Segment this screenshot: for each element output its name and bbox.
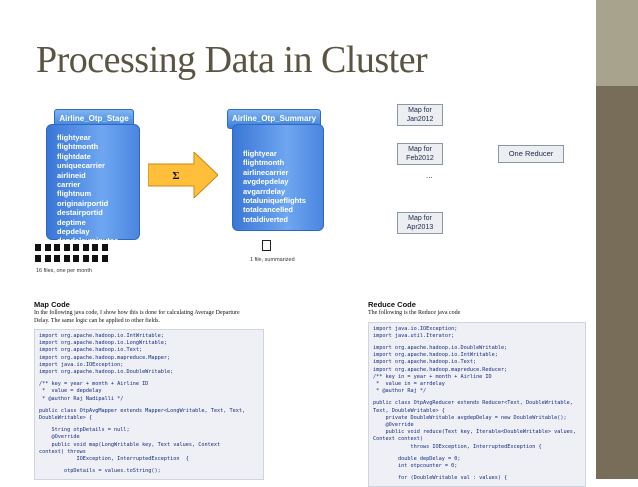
file-icon [82, 243, 90, 252]
file-icon [101, 243, 109, 252]
code-line: double depDelay = 0; [373, 456, 581, 463]
table-field: flightmonth [243, 158, 323, 167]
code-line: public void map(LongWritable key, Text v… [39, 442, 259, 449]
decorative-sidebar [596, 0, 638, 479]
table-field: flightdate [57, 152, 139, 161]
code-line: public class OtpAvgReducer extends Reduc… [373, 400, 581, 407]
map-code-block: import org.apache.hadoop.io.IntWritable;… [34, 329, 264, 480]
code-line: @Override [373, 422, 581, 429]
reduce-code-desc: The following is the Reduce java code [368, 310, 594, 318]
map-code-panel: Map Code In the following java code, I s… [34, 300, 340, 480]
code-line: DoubleWritable> { [39, 415, 259, 422]
aggregate-arrow-icon: Σ [148, 152, 218, 198]
file-icon [63, 254, 71, 263]
table-field: depdelay [57, 227, 139, 236]
code-line: * value in = arrdelay [373, 381, 581, 388]
map-code-title: Map Code [34, 300, 340, 310]
file-icon [72, 254, 80, 263]
code-line: import org.apache.hadoop.io.DoubleWritab… [373, 345, 581, 352]
summary-file-icon [262, 240, 271, 251]
code-line: Text, DoubleWritable> { [373, 408, 581, 415]
code-line: * @author Raj Nadipalli */ [39, 396, 259, 403]
table-field: originairportid [57, 199, 139, 208]
code-line: public void reduce(Text key, Iterable<Do… [373, 429, 581, 436]
sigma-label: Σ [172, 170, 179, 182]
table-field: airlinecarrier [243, 168, 323, 177]
code-line: private DoubleWritable avgdepDelay = new… [373, 415, 581, 422]
table-field: totaluniqueflights [243, 196, 323, 205]
file-icon [72, 243, 80, 252]
code-line: import org.apache.hadoop.io.LongWritable… [39, 340, 259, 347]
code-line: import org.apache.hadoop.io.IntWritable; [373, 352, 581, 359]
code-line: Context context) [373, 436, 581, 443]
summary-file-caption: 1 file, summarized [250, 257, 295, 263]
table-field: deptime [57, 218, 139, 227]
table-field: totalcancelled [243, 205, 323, 214]
map-code-desc: In the following java code, I show how t… [34, 310, 340, 318]
monthly-files-icon [34, 243, 114, 265]
slide-title: Processing Data in Cluster [36, 38, 427, 82]
reduce-code-title: Reduce Code [368, 300, 594, 310]
file-icon [44, 243, 52, 252]
file-icon [91, 254, 99, 263]
code-line: import org.apache.hadoop.io.IntWritable; [39, 333, 259, 340]
file-icon [44, 254, 52, 263]
code-line: String otpDetails = null; [39, 427, 259, 434]
code-line: IOException, InterruptedException { [39, 456, 259, 463]
code-line: int otpcounter = 0; [373, 463, 581, 470]
code-line: import org.apache.hadoop.mapreduce.Reduc… [373, 367, 581, 374]
code-line: public class OtpAvgMapper extends Mapper… [39, 408, 259, 415]
file-icon [82, 254, 90, 263]
table-field: carrier [57, 180, 139, 189]
table-field: flightnum [57, 189, 139, 198]
table-field: destairportid [57, 208, 139, 217]
mapper-ellipsis: ... [426, 171, 433, 180]
code-line: * @author Raj */ [373, 388, 581, 395]
code-line: * value = depdelay [39, 388, 259, 395]
code-line: @Override [39, 434, 259, 441]
file-icon [53, 254, 61, 263]
code-line: import java.util.Iterator; [373, 333, 581, 340]
code-line: /** key in = year + month + Airline ID [373, 374, 581, 381]
file-icon [91, 243, 99, 252]
file-icon [34, 254, 42, 263]
table-field: avgarrdelay [243, 187, 323, 196]
reducer-box: One Reducer [498, 145, 564, 163]
file-icon [101, 254, 109, 263]
table-field: uniquecarrier [57, 161, 139, 170]
code-line: import org.apache.hadoop.io.DoubleWritab… [39, 369, 259, 376]
table-field: flightmonth [57, 142, 139, 151]
code-line: import org.apache.hadoop.io.Text; [373, 359, 581, 366]
table-field: avgdepdelay [243, 177, 323, 186]
decorative-sidebar-top [596, 0, 638, 86]
file-icon [63, 243, 71, 252]
code-line: context) throws [39, 449, 259, 456]
code-line: otpDetails = values.toString(); [39, 468, 259, 475]
file-icon [53, 243, 61, 252]
reduce-code-block: import java.io.IOException;import java.u… [368, 322, 586, 487]
source-files-caption: 16 files, one per month [36, 268, 92, 274]
code-line: /** key = year + month + Airline ID [39, 381, 259, 388]
table-field: totaldiverted [243, 215, 323, 224]
code-line: import java.io.IOException; [39, 362, 259, 369]
file-icon [34, 243, 42, 252]
code-line: import org.apache.hadoop.io.Text; [39, 347, 259, 354]
code-line: import java.io.IOException; [373, 326, 581, 333]
table-field: flightyear [243, 149, 323, 158]
code-line: import org.apache.hadoop.mapreduce.Mappe… [39, 355, 259, 362]
table-field: flightyear [57, 133, 139, 142]
reduce-code-panel: Reduce Code The following is the Reduce … [368, 300, 594, 487]
code-line: throws IOException, InterruptedException… [373, 444, 581, 451]
map-code-desc: Delay. The same logic can be applied to … [34, 318, 340, 326]
table-field: airlineid [57, 171, 139, 180]
